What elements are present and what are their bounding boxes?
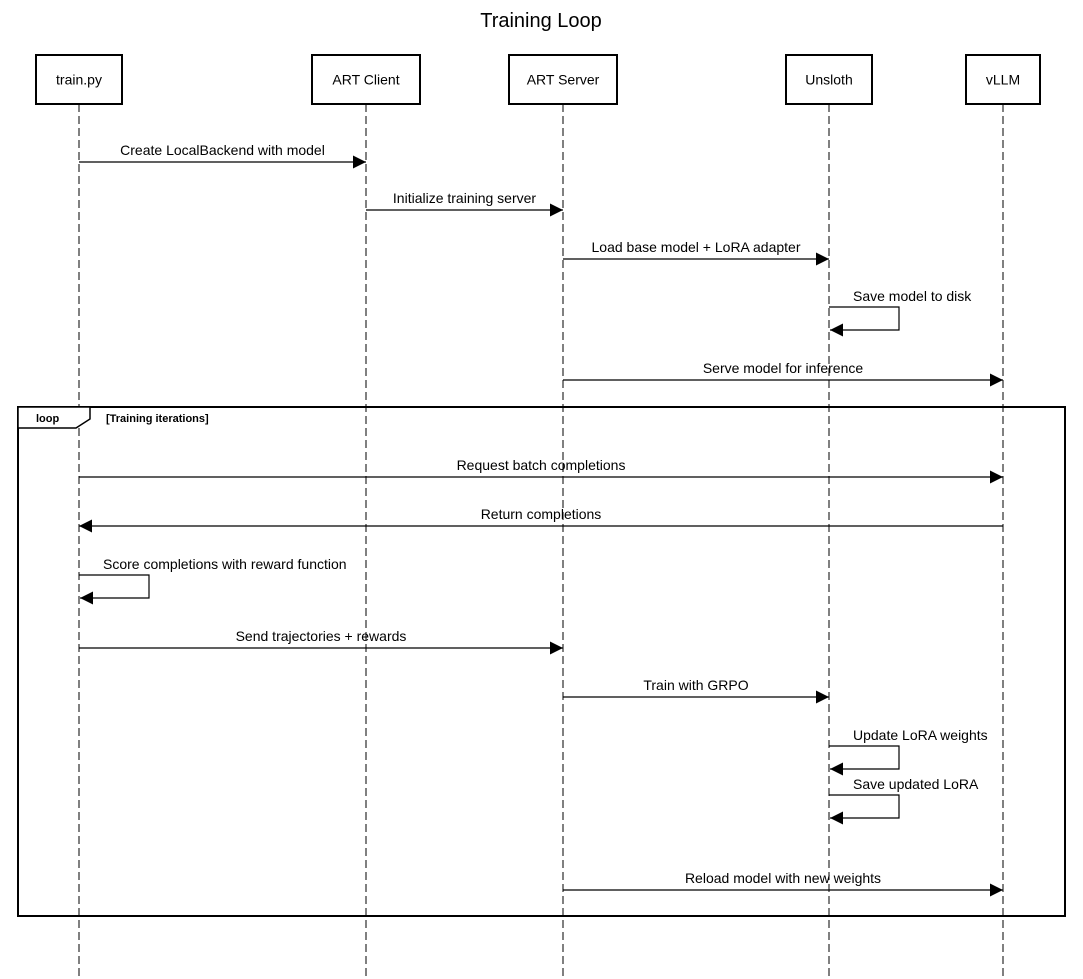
message-label: Train with GRPO bbox=[643, 677, 748, 693]
participant-server: ART Server bbox=[508, 54, 618, 979]
message-6: Request batch completions bbox=[79, 457, 1003, 484]
loop-frame: loop [Training iterations] bbox=[17, 406, 1066, 917]
participant-box-vllm bbox=[965, 54, 1041, 105]
message-4: Save model to disk bbox=[829, 288, 972, 337]
self-message-arrow bbox=[829, 794, 900, 825]
self-message-arrow bbox=[829, 745, 900, 776]
message-1: Create LocalBackend with model bbox=[79, 142, 366, 169]
participant-label-unsloth: Unsloth bbox=[805, 72, 852, 88]
loop-frame-border bbox=[17, 406, 1066, 917]
lifelines: train.py ART Client ART Server Unsloth vLLM bbox=[35, 54, 1041, 979]
message-13: Reload model with new weights bbox=[563, 870, 1003, 897]
loop-frame-condition: [Training iterations] bbox=[106, 413, 209, 425]
participant-label-vllm: vLLM bbox=[986, 72, 1020, 88]
message-12: Save updated LoRA bbox=[829, 776, 979, 825]
message-label: Update LoRA weights bbox=[853, 727, 988, 743]
message-label: Request batch completions bbox=[457, 457, 626, 473]
message-label: Save model to disk bbox=[853, 288, 972, 304]
message-9: Send trajectories + rewards bbox=[79, 628, 563, 655]
participant-box-train bbox=[35, 54, 123, 105]
message-5: Serve model for inference bbox=[563, 360, 1003, 387]
message-label: Return completions bbox=[481, 506, 602, 522]
loop-frame-tag-box bbox=[17, 406, 91, 429]
message-10: Train with GRPO bbox=[563, 677, 829, 704]
participant-label-server: ART Server bbox=[527, 72, 600, 88]
participant-label-client: ART Client bbox=[332, 72, 399, 88]
self-message-arrow bbox=[829, 306, 900, 337]
message-8: Score completions with reward function bbox=[79, 556, 347, 605]
participant-box-unsloth bbox=[785, 54, 873, 105]
message-2: Initialize training server bbox=[366, 190, 563, 217]
participant-train: train.py bbox=[35, 54, 123, 979]
message-label: Reload model with new weights bbox=[685, 870, 881, 886]
self-message-arrow bbox=[79, 574, 150, 605]
message-label: Score completions with reward function bbox=[103, 556, 347, 572]
participant-vllm: vLLM bbox=[965, 54, 1041, 979]
participant-label-train: train.py bbox=[56, 72, 102, 88]
participant-box-client bbox=[311, 54, 421, 105]
message-label: Initialize training server bbox=[393, 190, 537, 206]
diagram-title: Training Loop bbox=[480, 10, 602, 32]
participant-box-server bbox=[508, 54, 618, 105]
loop-frame-keyword: loop bbox=[36, 413, 59, 425]
participant-unsloth: Unsloth bbox=[785, 54, 873, 979]
participant-client: ART Client bbox=[311, 54, 421, 979]
message-label: Save updated LoRA bbox=[853, 776, 979, 792]
message-label: Load base model + LoRA adapter bbox=[592, 239, 801, 255]
message-3: Load base model + LoRA adapter bbox=[563, 239, 829, 266]
message-label: Create LocalBackend with model bbox=[120, 142, 325, 158]
message-label: Serve model for inference bbox=[703, 360, 864, 376]
messages: Create LocalBackend with modelInitialize… bbox=[79, 142, 1003, 897]
message-label: Send trajectories + rewards bbox=[236, 628, 407, 644]
message-7: Return completions bbox=[79, 506, 1003, 533]
message-11: Update LoRA weights bbox=[829, 727, 988, 776]
